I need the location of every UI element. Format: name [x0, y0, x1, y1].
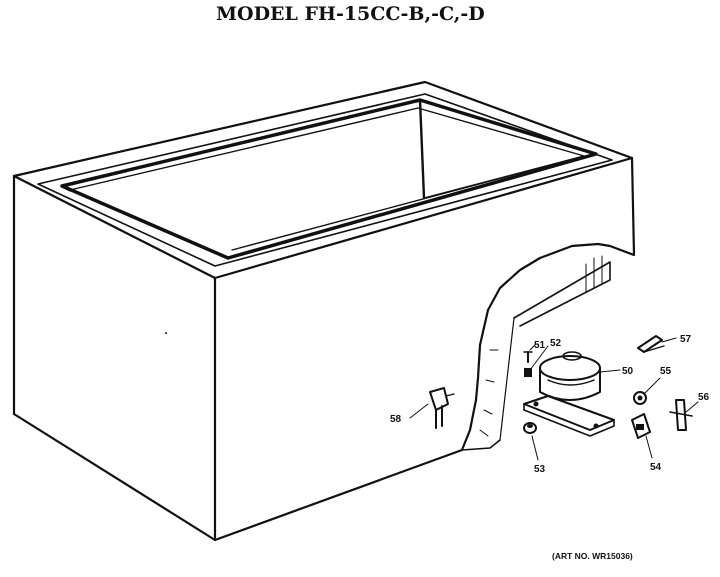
- art-number: (ART NO. WR15036): [552, 551, 633, 561]
- callout-50: 50: [622, 366, 634, 377]
- screw-part-51[interactable]: [523, 351, 533, 363]
- callout-53: 53: [534, 464, 546, 475]
- machine-compartment: [461, 255, 611, 451]
- relay-part-54[interactable]: [631, 413, 651, 439]
- callout-labels: 50 51 52 53 54 55 56 57 58: [390, 334, 710, 475]
- cord-plug-part-58[interactable]: [429, 387, 455, 429]
- callout-52: 52: [550, 338, 562, 349]
- grommet-part-52[interactable]: [524, 368, 532, 377]
- callout-55: 55: [660, 366, 672, 377]
- callout-54: 54: [650, 462, 662, 473]
- grommet-part-53[interactable]: [523, 422, 537, 434]
- overload-part-55[interactable]: [633, 391, 647, 405]
- callout-51: 51: [534, 340, 546, 351]
- freezer-cabinet: [12, 80, 636, 542]
- diagram-title: MODEL FH-15CC-B,-C,-D: [216, 3, 485, 25]
- clip-part-57[interactable]: [637, 335, 665, 353]
- connector-part-56[interactable]: [669, 399, 693, 431]
- compressor-part-50[interactable]: [523, 351, 615, 437]
- callout-57: 57: [680, 334, 692, 345]
- callout-56: 56: [698, 392, 710, 403]
- callout-58: 58: [390, 414, 402, 425]
- leader-lines: [409, 337, 699, 461]
